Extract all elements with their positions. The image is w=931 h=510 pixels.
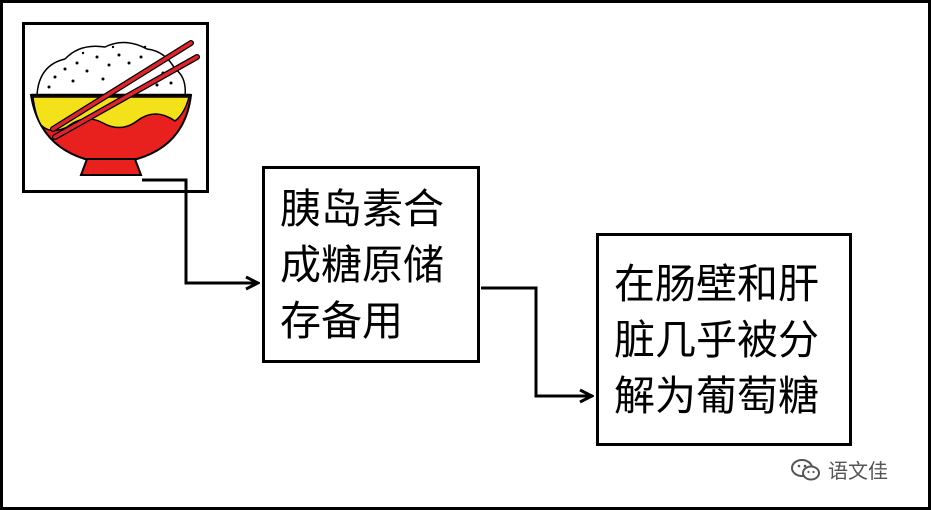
rice-bowl-icon	[29, 40, 200, 176]
glucose-breakdown-node: 在肠壁和肝脏几乎被分解为葡萄糖	[596, 233, 852, 446]
wechat-icon	[791, 458, 820, 480]
rice-bowl-node	[22, 22, 209, 193]
watermark-text: 语文佳	[828, 459, 888, 483]
insulin-glycogen-text: 胰岛素合成糖原储存备用	[280, 184, 444, 345]
glucose-breakdown-text: 在肠壁和肝脏几乎被分解为葡萄糖	[614, 259, 819, 420]
watermark: 语文佳	[790, 455, 888, 484]
arrow-insulin-to-glucose	[481, 286, 591, 396]
insulin-glycogen-node: 胰岛素合成糖原储存备用	[262, 166, 480, 363]
arrow-rice-to-insulin	[142, 178, 257, 283]
